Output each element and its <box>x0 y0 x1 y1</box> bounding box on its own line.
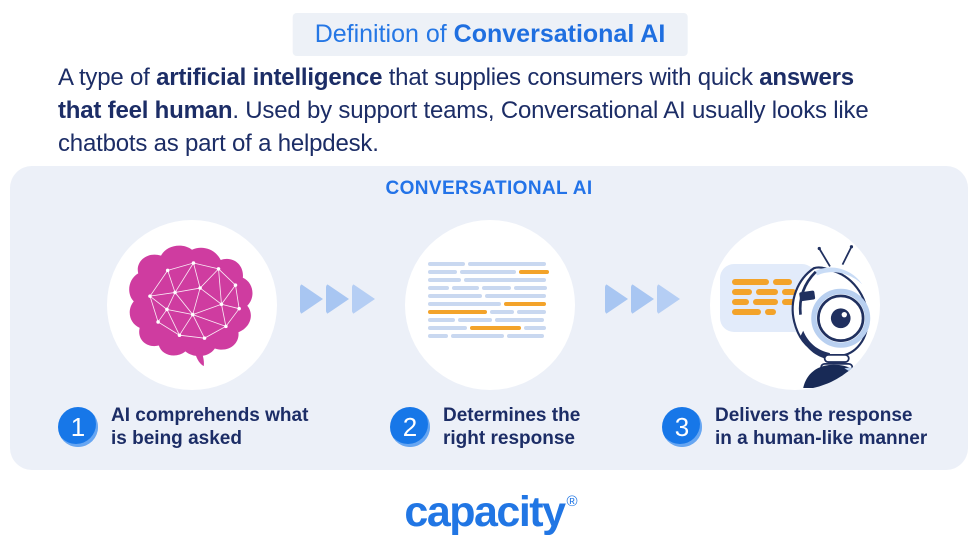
arrow-triangle-icon <box>605 284 628 314</box>
step-line: right response <box>443 428 575 450</box>
text-line-segment <box>524 326 547 330</box>
panel-heading: CONVERSATIONAL AI <box>385 178 593 199</box>
text-line-row <box>732 289 804 295</box>
definition-segment: A type of <box>58 64 157 91</box>
definition-segment: . Used by support teams, Conversational … <box>232 96 869 124</box>
robot-speech-icon <box>791 245 871 388</box>
text-line-segment <box>467 262 546 266</box>
capacity-logo: capacity® <box>404 488 578 537</box>
text-line-row <box>428 310 550 314</box>
text-line-segment <box>507 334 544 338</box>
text-line-segment <box>781 299 798 305</box>
text-line-segment <box>484 294 546 298</box>
step-2-number-badge: 2 <box>390 407 430 448</box>
process-panel: CONVERSATIONAL AI <box>10 166 968 470</box>
step-line: AI comprehends what <box>111 405 309 426</box>
definition-segment: that feel human <box>58 96 233 124</box>
text-line-row <box>428 294 550 298</box>
text-line-row <box>428 262 550 266</box>
text-line-segment <box>470 326 522 330</box>
definition-segment: answers <box>759 64 854 91</box>
text-line-segment <box>489 310 514 314</box>
text-line-row <box>428 270 550 274</box>
step-3-label: Delivers the response in a human-like ma… <box>715 404 927 450</box>
logo-wordmark: capacity <box>404 488 566 536</box>
definition-segment: chatbots as part of a helpdesk. <box>58 129 379 157</box>
brain-network-icon <box>129 245 253 367</box>
text-line-segment <box>428 302 502 306</box>
text-line-segment <box>516 310 547 314</box>
text-line-segment <box>428 326 468 330</box>
text-line-segment <box>764 309 777 315</box>
text-line-segment <box>781 289 797 295</box>
text-line-segment <box>428 294 482 298</box>
stage-circle-determine <box>405 220 575 390</box>
text-line-segment <box>451 286 479 290</box>
text-line-segment <box>463 278 546 282</box>
text-line-segment <box>481 286 511 290</box>
text-line-segment <box>494 318 544 322</box>
text-line-row <box>428 326 550 330</box>
step-line: in a human-like manner <box>715 428 928 450</box>
step-1-label: AI comprehends what is being asked <box>111 404 308 450</box>
text-line-segment <box>457 318 492 322</box>
step-line: Determines the <box>443 405 581 426</box>
text-line-segment <box>428 278 461 282</box>
text-line-row <box>428 286 550 290</box>
text-line-segment <box>732 279 770 285</box>
arrow-triangle-icon <box>300 284 323 314</box>
text-line-row <box>732 309 804 315</box>
text-line-row <box>428 278 550 282</box>
text-line-segment <box>732 289 753 295</box>
text-line-row <box>732 279 804 285</box>
text-line-segment <box>753 299 778 305</box>
text-line-segment <box>773 279 793 285</box>
text-line-segment <box>428 286 449 290</box>
flow-arrows-2 <box>605 284 680 314</box>
document-text-icon <box>428 262 550 338</box>
stage-circle-comprehend <box>107 220 277 390</box>
step-2-label: Determines the right response <box>443 404 580 450</box>
text-line-segment <box>428 318 455 322</box>
step-line: is being asked <box>111 428 242 450</box>
text-line-segment <box>756 289 778 295</box>
text-line-segment <box>504 302 546 306</box>
title-banner: Definition of Conversational AI <box>292 13 688 56</box>
arrow-triangle-icon <box>326 284 349 314</box>
text-line-row <box>428 318 550 322</box>
flow-arrows-1 <box>300 284 375 314</box>
registered-trademark-icon: ® <box>566 493 578 510</box>
text-line-segment <box>732 309 761 315</box>
text-line-row <box>732 299 804 305</box>
text-line-segment <box>460 270 517 274</box>
step-1-number-badge: 1 <box>58 407 98 448</box>
step-1: 1 AI comprehends what is being asked <box>58 404 308 450</box>
step-3-number-badge: 3 <box>662 407 702 448</box>
arrow-triangle-icon <box>352 284 375 314</box>
step-2: 2 Determines the right response <box>390 404 580 450</box>
step-3: 3 Delivers the response in a human-like … <box>662 404 927 450</box>
text-line-segment <box>428 310 487 314</box>
text-line-row <box>428 334 550 338</box>
arrow-triangle-icon <box>657 284 680 314</box>
text-line-segment <box>732 299 750 305</box>
definition-segment: that supplies consumers with quick <box>382 64 760 91</box>
definition-segment: artificial intelligence <box>156 64 383 91</box>
stage-circle-deliver <box>710 220 880 390</box>
text-line-segment <box>428 270 458 274</box>
text-line-row <box>428 302 550 306</box>
arrow-triangle-icon <box>631 284 654 314</box>
step-line: Delivers the response <box>715 405 913 426</box>
text-line-segment <box>450 334 505 338</box>
text-line-segment <box>428 262 465 266</box>
text-line-segment <box>519 270 549 274</box>
title-highlight: Conversational AI <box>453 20 666 48</box>
definition-paragraph: A type of artificial intelligence that s… <box>58 62 938 161</box>
title-prefix: Definition of <box>314 20 447 48</box>
text-line-segment <box>428 334 448 338</box>
text-line-segment <box>513 286 547 290</box>
